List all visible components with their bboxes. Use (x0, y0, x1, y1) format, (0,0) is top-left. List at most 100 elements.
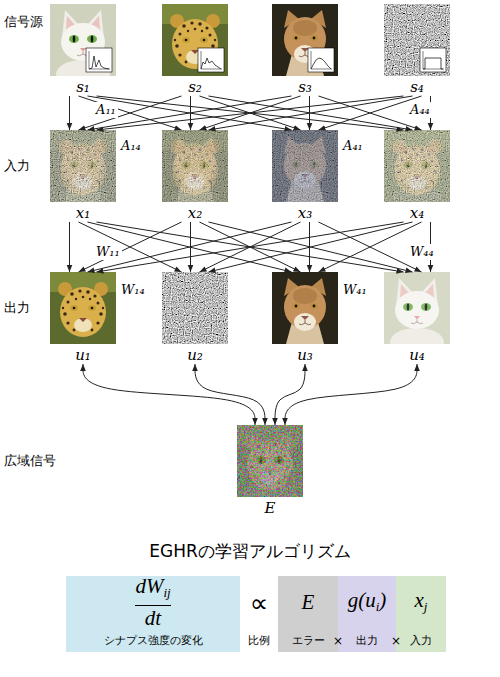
signal-arrow (97, 222, 404, 272)
input-node: x₃ (272, 130, 338, 222)
signal-arrow (209, 222, 413, 272)
signal-label: s₃ (272, 78, 338, 96)
signal-label: x₃ (272, 204, 338, 222)
source-image (162, 4, 228, 76)
signal-arrow (97, 222, 404, 272)
weight-label: W₁₄ (119, 282, 147, 298)
output-image (384, 272, 450, 356)
signal-arrow (97, 96, 404, 130)
output-image (50, 272, 116, 344)
signal-arrow (319, 96, 422, 130)
output-image (162, 272, 228, 344)
mixed-input-image (50, 130, 116, 214)
formula-symbol: dW (135, 574, 163, 598)
signal-label: s₄ (384, 78, 450, 96)
signal-arrow (88, 222, 292, 272)
formula-symbol: E (302, 590, 315, 614)
term-caption: 入力 (410, 634, 432, 648)
formula-symbol: dt (145, 606, 161, 630)
weight-label: W₄₄ (408, 244, 436, 260)
signal-arrow (319, 222, 422, 272)
row-label: 入力 (4, 158, 30, 174)
connectors (70, 96, 431, 425)
input-node: x₄ (384, 130, 450, 222)
signal-label: u₁ (50, 346, 116, 364)
input-term-box: xj 入力 (396, 576, 446, 652)
mixed-input-image (162, 130, 228, 214)
signal-arrow (97, 96, 404, 130)
signal-arrow (319, 222, 422, 272)
weight-label: W₄₁ (341, 282, 369, 298)
term-caption: エラー (292, 634, 325, 648)
output-node: u₄ (384, 272, 450, 364)
signal-label: x₂ (162, 204, 228, 222)
signal-arrow (209, 96, 413, 130)
input-node: x₁ (50, 130, 116, 222)
term-caption: シナプス強度の変化 (104, 634, 203, 648)
signal-label: s₂ (162, 78, 228, 96)
signal-arrow (79, 222, 182, 272)
error-box: E エラー (278, 576, 338, 652)
histogram-inset (198, 48, 224, 72)
signal-arrow (69, 222, 70, 272)
diagram-title: EGHRの学習アルゴリズム (0, 540, 500, 562)
histogram-inset (420, 48, 446, 72)
proportional-sign: ∝ (250, 588, 269, 618)
signal-label: u₂ (162, 346, 228, 364)
signal-arrow (79, 96, 182, 130)
subscript-index: i (376, 599, 380, 614)
signal-arrow (319, 96, 422, 130)
subscript-index: j (424, 599, 428, 614)
formula-symbol: ) (379, 588, 386, 612)
signal-arrow (209, 96, 413, 130)
subscript-index: ij (163, 585, 170, 600)
source-node: s₄ (384, 4, 450, 96)
output-term-box: g(ui) 出力 (338, 576, 396, 652)
weight-label: W₁₁ (94, 244, 122, 260)
proportional-caption: 比例 (248, 634, 270, 648)
source-node: s₁ (50, 4, 116, 96)
fraction-bar (135, 605, 170, 607)
signal-label: E (237, 499, 303, 517)
times-sign: × (333, 634, 343, 648)
signal-label: u₃ (272, 346, 338, 364)
weight-label: A₁₁ (94, 102, 118, 118)
row-label: 広域信号 (4, 453, 56, 469)
input-node: x₂ (162, 130, 228, 222)
global-signal-image (237, 425, 303, 509)
row-label: 信号源 (4, 14, 43, 30)
source-node: s₃ (272, 4, 338, 96)
signal-arrow (275, 364, 305, 425)
synapse-change-box: dWijdt シナプス強度の変化 (66, 576, 240, 652)
output-node: u₃ (272, 272, 338, 364)
formula-symbol: x (415, 588, 424, 612)
signal-label: x₁ (50, 204, 116, 222)
row-label: 出力 (4, 300, 30, 316)
signal-arrow (195, 364, 265, 425)
signal-label: x₄ (384, 204, 450, 222)
source-node: s₂ (162, 4, 228, 96)
weight-label: A₄₄ (408, 102, 432, 118)
source-image (50, 4, 116, 88)
mixed-input-image (384, 130, 450, 214)
signal-arrow (209, 222, 413, 272)
times-sign: × (391, 634, 401, 648)
weight-label: A₄₁ (341, 138, 365, 154)
histogram-inset (86, 48, 112, 72)
weight-label: A₁₄ (119, 138, 143, 154)
signal-arrow (88, 96, 292, 130)
signal-arrow (79, 96, 182, 130)
global-signal-node: E (237, 425, 303, 517)
histogram-inset (308, 48, 334, 72)
source-image (272, 4, 338, 76)
signal-arrow (88, 222, 292, 272)
source-image (384, 4, 450, 76)
output-image (272, 272, 338, 344)
output-node: u₂ (162, 272, 228, 364)
signal-arrow (285, 364, 417, 425)
signal-label: u₄ (384, 346, 450, 364)
formula-symbol: g(u (348, 588, 376, 612)
term-caption: 出力 (356, 634, 378, 648)
signal-arrow (69, 96, 70, 130)
